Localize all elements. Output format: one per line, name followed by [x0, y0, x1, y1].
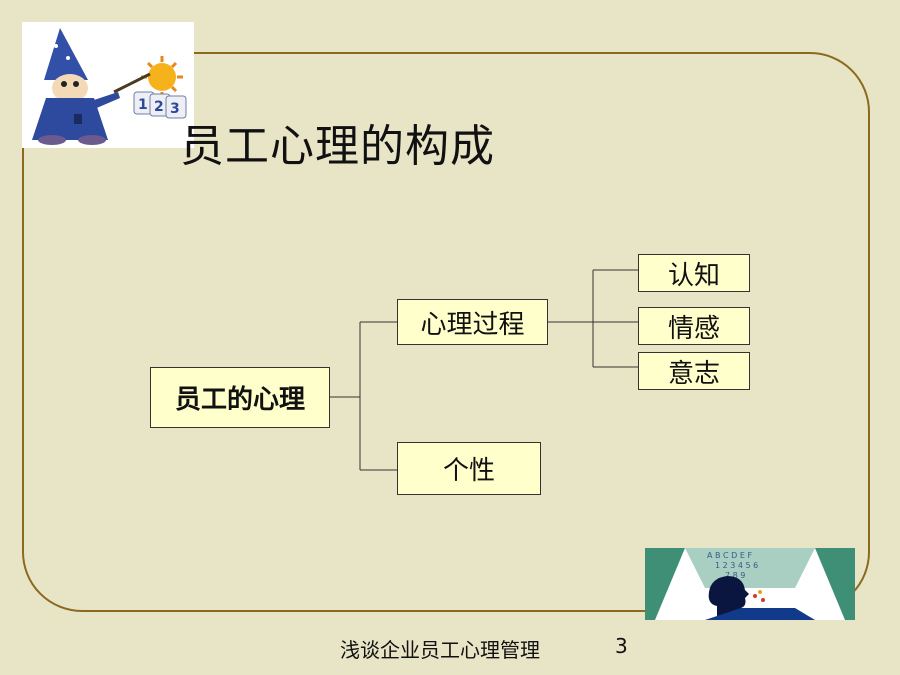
node-emotion-label: 情感: [667, 313, 720, 344]
node-emotion: 情感: [638, 307, 750, 345]
svg-text:3: 3: [170, 101, 180, 117]
svg-text:7 8 9: 7 8 9: [725, 571, 745, 580]
slide-footer: 浅谈企业员工心理管理: [340, 638, 540, 662]
node-personality: 个性: [397, 442, 541, 495]
node-root: 员工的心理: [150, 367, 330, 428]
page-number: 3: [615, 634, 628, 658]
svg-text:2: 2: [154, 99, 164, 115]
node-cognition-label: 认知: [667, 260, 720, 291]
node-mental-process: 心理过程: [397, 299, 548, 345]
svg-text:1 2 3 4 5 6: 1 2 3 4 5 6: [715, 561, 758, 570]
node-root-label: 员工的心理: [174, 385, 305, 415]
wizard-clipart-icon: 1 2 3: [22, 22, 194, 148]
head-silhouette-icon: A B C D E F 1 2 3 4 5 6 7 8 9: [645, 548, 855, 620]
slide-title: 员工心理的构成: [180, 121, 495, 172]
node-personality-label: 个性: [442, 456, 495, 486]
node-cognition: 认知: [638, 254, 750, 292]
slide-frame: [22, 52, 870, 612]
node-will: 意志: [638, 352, 750, 390]
node-will-label: 意志: [667, 358, 720, 389]
svg-text:A B C D E F: A B C D E F: [707, 551, 752, 560]
svg-text:1: 1: [138, 97, 148, 113]
node-mental-process-label: 心理过程: [420, 309, 525, 340]
